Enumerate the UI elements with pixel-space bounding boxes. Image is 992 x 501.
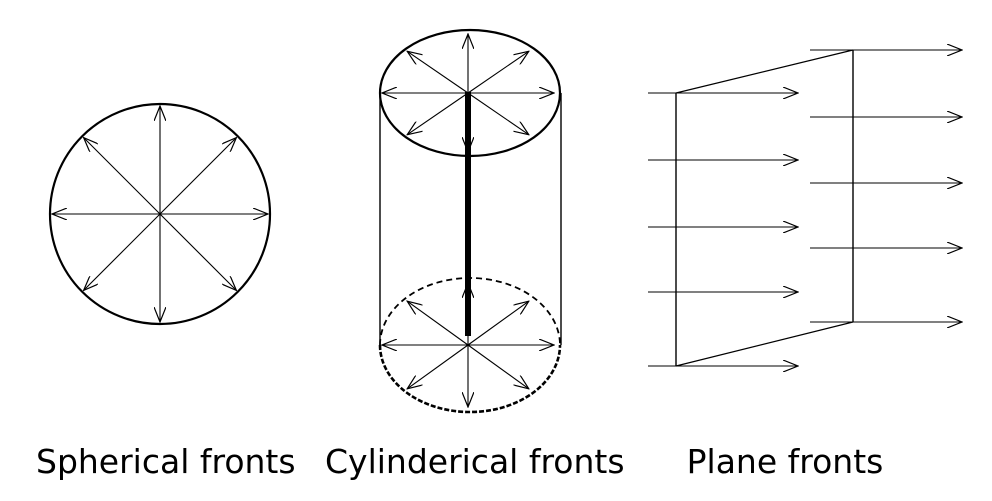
cylindrical-front-figure <box>378 28 562 414</box>
cylinder-top-ray-arrows <box>382 34 554 152</box>
cylinder-bottom-ray-arrow <box>467 344 529 389</box>
spherical-ray-arrow <box>84 138 161 215</box>
plane-top-edge <box>675 49 854 94</box>
spherical-ray-arrow <box>84 213 161 290</box>
cylinder-bottom-ray-arrow <box>467 301 529 346</box>
cylinder-top-ray-arrow <box>407 51 469 94</box>
cylinder-bottom-ray-arrows <box>382 283 554 407</box>
plane-front-figure <box>648 50 962 366</box>
cylinder-bottom-ray-arrow <box>407 301 469 346</box>
spherical-front-figure <box>48 102 272 326</box>
cylinder-top-ray-arrow <box>407 92 469 135</box>
spherical-ray-arrow <box>159 138 236 215</box>
plane-rear-ray-arrows <box>648 93 798 366</box>
cylinder-top-ray-arrow <box>467 92 529 135</box>
spherical-fronts-caption: Spherical fronts <box>36 442 296 481</box>
spherical-wavefront-circle <box>48 102 272 326</box>
spherical-ray-arrow <box>159 213 236 290</box>
plane-bottom-edge <box>675 321 854 367</box>
plane-forward-ray-arrows <box>810 50 962 322</box>
cylinder-bottom-front-arc <box>378 344 562 414</box>
plane-fronts-caption: Plane fronts <box>686 442 884 481</box>
cylindrical-fronts-caption: Cylinderical fronts <box>325 442 625 481</box>
cylinder-top-ray-arrow <box>467 51 529 94</box>
spherical-ray-arrows <box>52 106 268 322</box>
cylinder-bottom-ray-arrow <box>407 344 469 389</box>
